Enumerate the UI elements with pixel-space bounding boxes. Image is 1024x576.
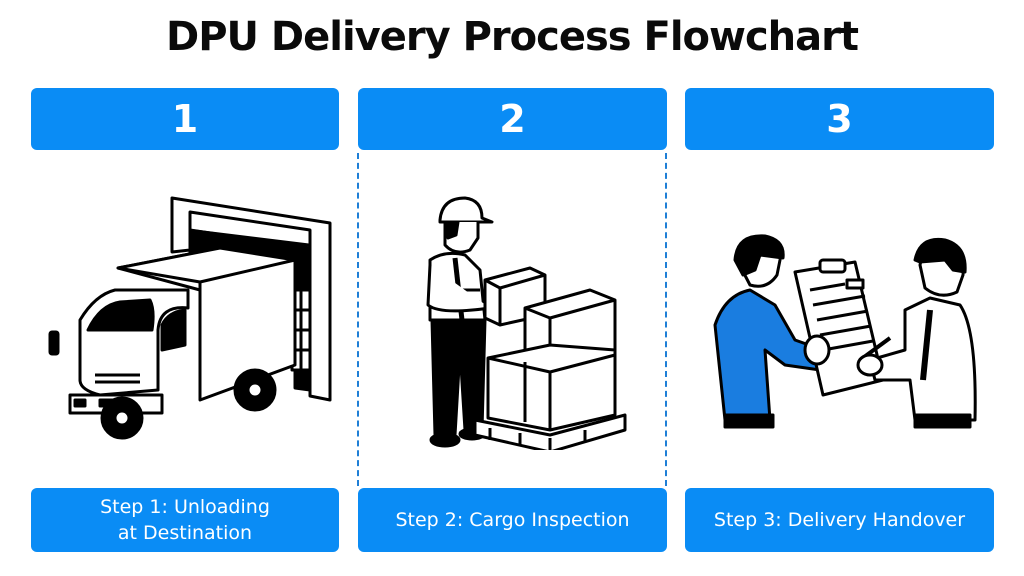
page-title: DPU Delivery Process Flowchart bbox=[165, 14, 859, 60]
step-2-number: 2 bbox=[499, 97, 526, 141]
step-2-label-box: Step 2: Cargo Inspection bbox=[358, 488, 667, 552]
step-1-label-line1: Step 1: Unloading bbox=[100, 496, 270, 518]
step-3-number: 3 bbox=[826, 97, 853, 141]
dashed-divider-right bbox=[665, 153, 667, 486]
step-1-number: 1 bbox=[171, 97, 199, 141]
step-1-label-line2: at Destination bbox=[117, 522, 253, 544]
truck-icon bbox=[48, 196, 332, 440]
step-2-number-box: 2 bbox=[358, 88, 667, 150]
step-3-label-box: Step 3: Delivery Handover bbox=[685, 488, 994, 552]
step-3-label: Step 3: Delivery Handover bbox=[713, 509, 966, 531]
handover-icon bbox=[713, 234, 977, 429]
step-2-label: Step 2: Cargo Inspection bbox=[395, 509, 630, 531]
dashed-divider-left bbox=[357, 153, 359, 486]
step-1-number-box: 1 bbox=[31, 88, 339, 150]
step-1-label-box: Step 1: Unloading at Destination bbox=[31, 488, 339, 552]
worker-boxes-icon bbox=[426, 196, 627, 450]
step-3-number-box: 3 bbox=[685, 88, 994, 150]
